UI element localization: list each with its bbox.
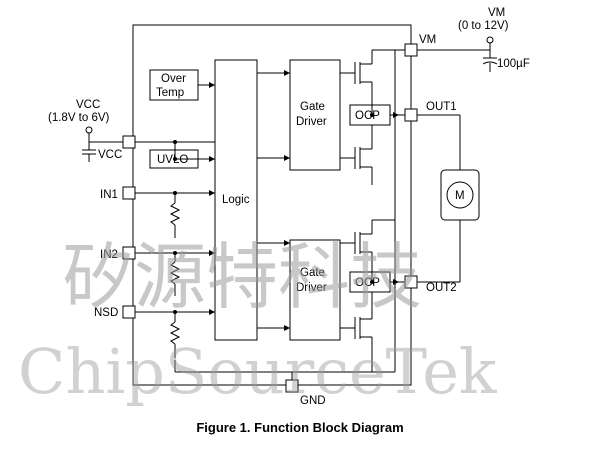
out1-label: OUT1	[426, 101, 457, 113]
gate-driver-bottom	[289, 239, 341, 341]
nsd-label: NSD	[94, 307, 118, 319]
ocp-bottom-label: OCP	[355, 277, 380, 289]
gate-driver-top	[289, 59, 341, 171]
out2-label: OUT2	[426, 282, 457, 294]
gate-driver-top-line2: Driver	[296, 116, 327, 128]
vcc-cap-label: VCC	[98, 149, 122, 161]
gate-driver-bottom-line2: Driver	[296, 282, 327, 294]
motor-label: M	[455, 190, 465, 202]
uvlo-label: UVLO	[157, 154, 188, 166]
gnd-pin	[285, 379, 299, 393]
watermark-english: ChipSourceTek	[18, 335, 497, 408]
vm-pin	[404, 43, 418, 57]
vm-ext-label: VM	[488, 7, 505, 19]
vm-pin-label: VM	[419, 34, 436, 46]
out1-pin	[404, 108, 418, 122]
vcc-terminal	[85, 126, 93, 134]
vm-range-label: (0 to 12V)	[458, 20, 509, 32]
logic-block	[214, 59, 258, 341]
motor: M	[440, 169, 480, 221]
vcc-label: VCC	[76, 99, 100, 111]
over-temp-label-line1: Over	[161, 73, 186, 85]
vm-cap-label: 100µF	[497, 58, 530, 70]
vcc-pin	[122, 135, 136, 149]
vcc-range-label: (1.8V to 6V)	[48, 112, 110, 124]
logic-label: Logic	[222, 194, 250, 206]
gate-driver-bottom-line1: Gate	[300, 267, 325, 279]
over-temp-block	[149, 69, 199, 101]
gnd-label: GND	[300, 395, 326, 407]
in1-pin	[122, 186, 136, 200]
in1-label: IN1	[100, 189, 118, 201]
watermark-chinese: 矽源特科技	[62, 235, 422, 319]
gate-driver-top-line1: Gate	[300, 101, 325, 113]
over-temp-label-line2: Temp	[156, 87, 184, 99]
in2-label: IN2	[100, 249, 118, 261]
ocp-top-label: OCP	[355, 110, 380, 122]
figure-caption: Figure 1. Function Block Diagram	[196, 420, 404, 435]
vm-terminal	[486, 36, 494, 44]
